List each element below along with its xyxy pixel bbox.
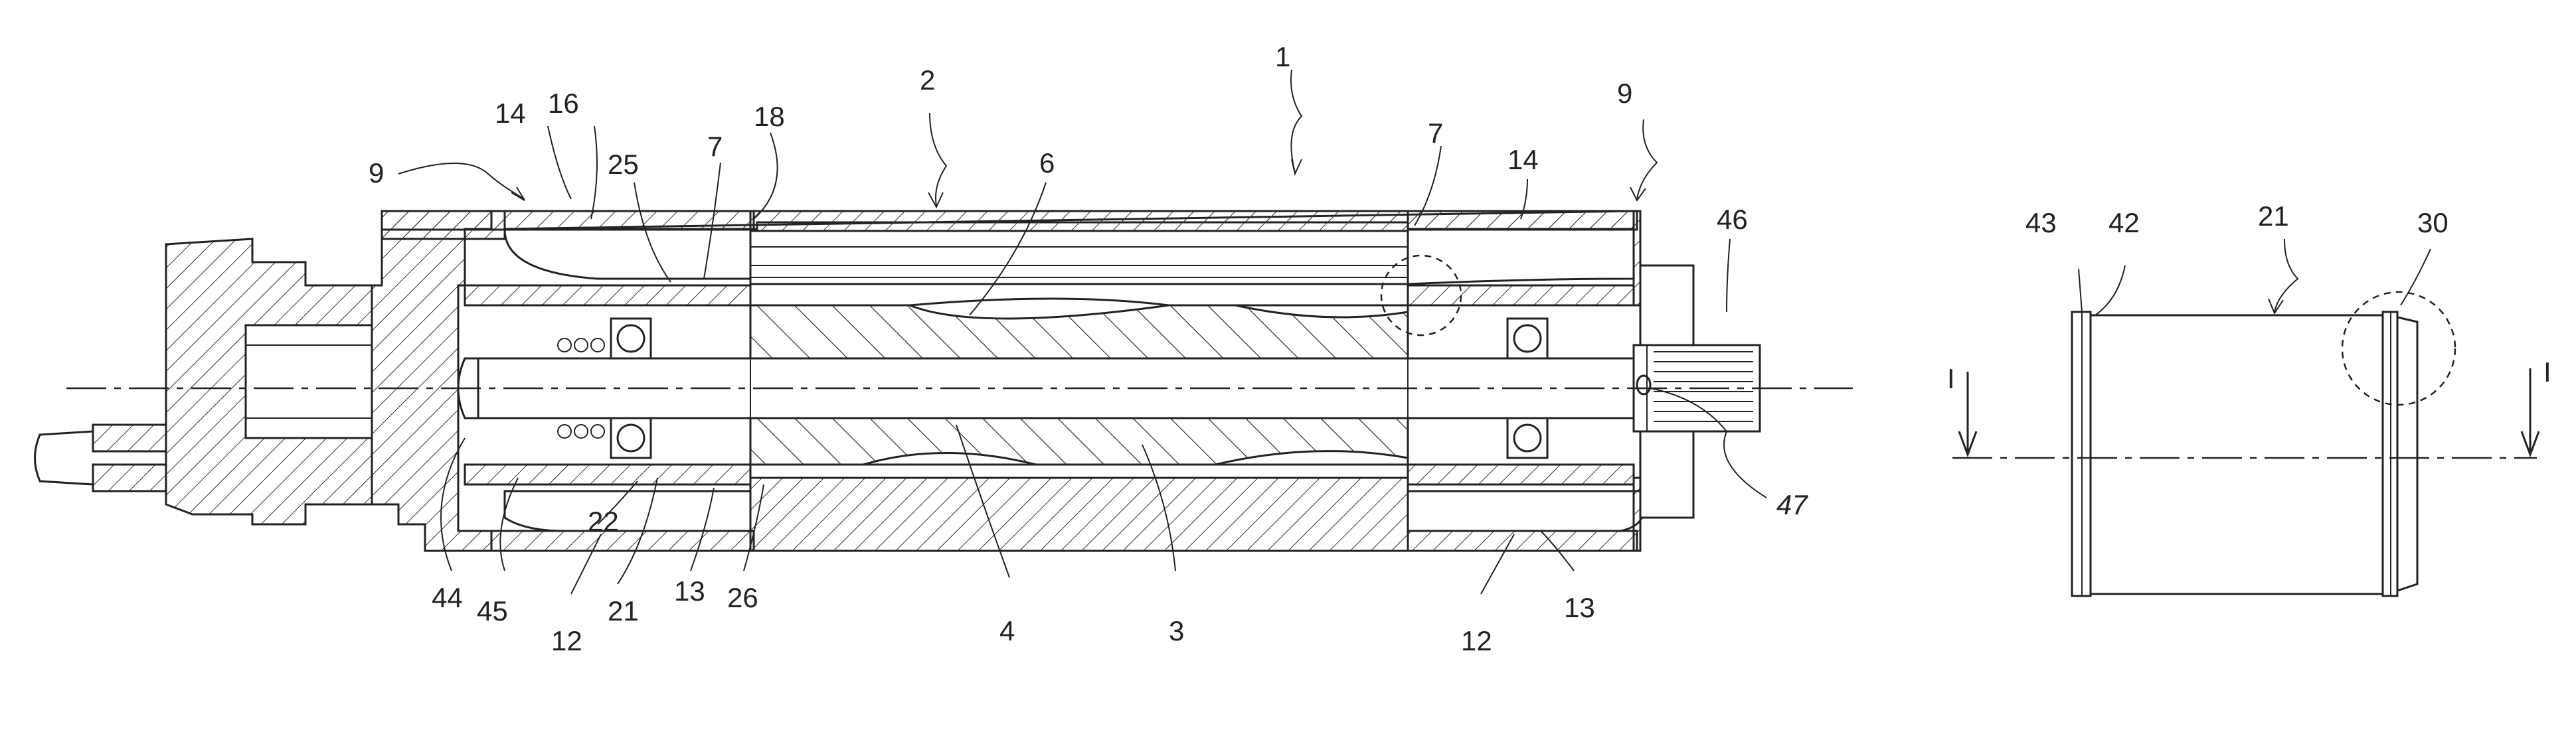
bearing-sleeve-left (465, 285, 750, 305)
lbl-25: 25 (608, 149, 639, 180)
lbl-13-left: 13 (674, 575, 705, 607)
plug-nut (93, 425, 166, 451)
lbl-18: 18 (754, 101, 785, 132)
lbl-14-right: 14 (1507, 144, 1539, 175)
lbl-1: 1 (1275, 41, 1290, 72)
lbl-21-left: 21 (608, 595, 639, 627)
stator-housing-bottom (750, 478, 1408, 551)
lbl-4: 4 (999, 615, 1015, 646)
lbl-26: 26 (727, 582, 758, 613)
winding-chamber-bottom-right (1408, 491, 1644, 531)
lbl-7-left: 7 (707, 131, 723, 162)
bearing-sleeve-left-lower (465, 465, 750, 484)
winding-chamber-top-right (1408, 230, 1634, 284)
winding-chamber-top-left (505, 230, 750, 279)
lbl-14-left: 14 (495, 98, 526, 129)
lbl-I-right: I (2543, 356, 2551, 388)
lbl-I-left: I (1947, 363, 1955, 394)
lbl-6: 6 (1039, 147, 1055, 179)
winding-chamber-bottom-left (505, 491, 750, 531)
sleeve-body (2085, 315, 2391, 594)
section-arrow-left (1959, 372, 1976, 455)
lbl-7-right: 7 (1428, 117, 1443, 149)
lbl-42: 42 (2108, 207, 2140, 238)
lbl-9-left: 9 (369, 157, 384, 188)
lbl-30: 30 (2417, 207, 2448, 238)
lbl-2: 2 (920, 64, 935, 96)
sleeve-detail-view (1952, 292, 2539, 596)
bearing-sleeve-right-lower (1408, 465, 1634, 484)
gland-inner-bore (246, 325, 372, 438)
bearing-sleeve-right (1408, 285, 1634, 305)
lbl-21-right: 21 (2258, 200, 2289, 232)
plug-nut-lower (93, 465, 166, 491)
housing-bottom-right (1408, 531, 1637, 551)
lbl-3: 3 (1169, 615, 1184, 646)
housing-bottom-left (491, 531, 754, 551)
lbl-12-right: 12 (1461, 625, 1492, 656)
lbl-9-right: 9 (1617, 78, 1632, 109)
lbl-12-left: 12 (551, 625, 582, 656)
stator-upper (750, 231, 1408, 284)
lbl-44: 44 (432, 582, 463, 613)
lbl-13-right: 13 (1564, 592, 1595, 623)
section-arrow-right (2522, 368, 2539, 455)
lbl-46: 46 (1717, 204, 1748, 235)
lbl-45: 45 (477, 595, 508, 627)
sleeve-end-chamfer (2397, 317, 2417, 591)
lbl-47: 47 (1776, 489, 1808, 520)
lbl-22: 22 (588, 506, 619, 537)
lbl-43: 43 (2025, 207, 2057, 238)
electric-motor-section-view (35, 211, 1853, 551)
lbl-16: 16 (548, 88, 579, 119)
stator-housing-top (750, 211, 1408, 231)
